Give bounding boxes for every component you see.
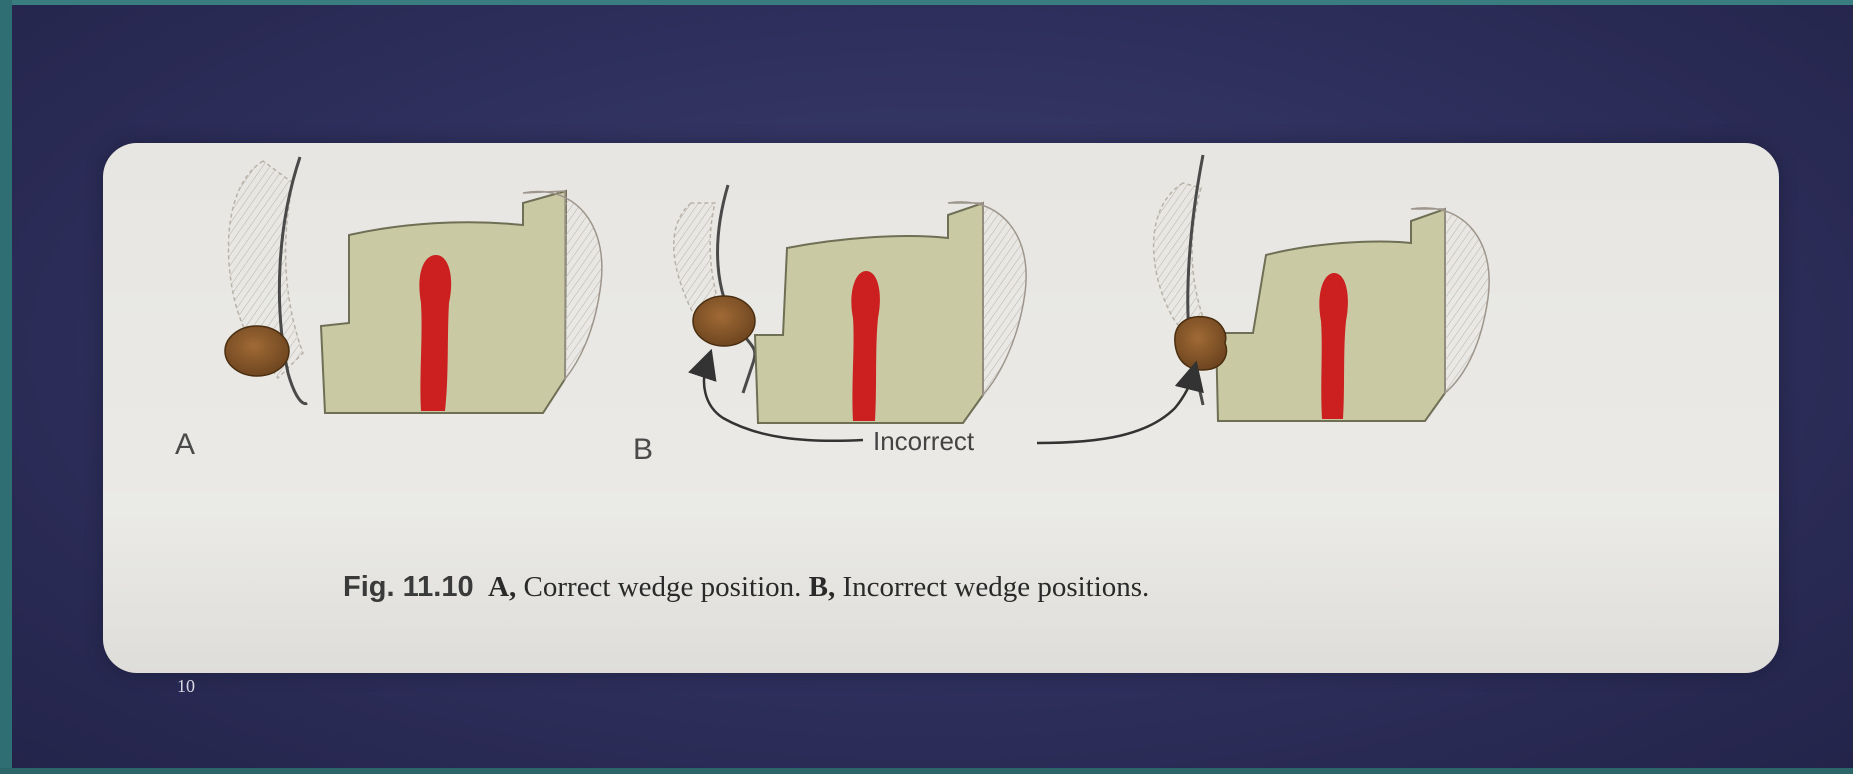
drawing-b2 — [1154, 155, 1490, 421]
pulp-b2 — [1319, 273, 1348, 419]
drawing-b1 — [674, 185, 1026, 423]
incorrect-label: Incorrect — [873, 426, 975, 456]
matrix-band-b1 — [718, 185, 755, 393]
caption-a-text: Correct wedge position. — [524, 571, 802, 603]
pulp-a — [419, 255, 451, 411]
caption-b-letter: B, — [809, 571, 836, 603]
caption-fig-number: Fig. 11.10 — [343, 571, 474, 603]
wedge-b2 — [1175, 317, 1227, 370]
wedge-b1 — [693, 296, 755, 346]
figure-panel: Incorrect A B Fig. 11.10 A, Correct wedg… — [103, 143, 1779, 673]
slide-number: 10 — [177, 676, 195, 697]
bottom-edge-strip — [0, 768, 1853, 774]
figure-caption: Fig. 11.10 A, Correct wedge position. B,… — [343, 571, 1643, 604]
caption-b-text: Incorrect wedge positions. — [842, 571, 1149, 603]
label-b: B — [633, 433, 653, 467]
caption-a-letter: A, — [488, 571, 516, 603]
label-a: A — [175, 428, 195, 462]
left-edge-strip — [0, 0, 12, 774]
drawing-a — [225, 157, 602, 413]
arrow-right — [1037, 375, 1193, 443]
pulp-b1 — [851, 271, 880, 421]
wedge-a — [225, 326, 289, 376]
top-edge-strip — [0, 0, 1853, 5]
